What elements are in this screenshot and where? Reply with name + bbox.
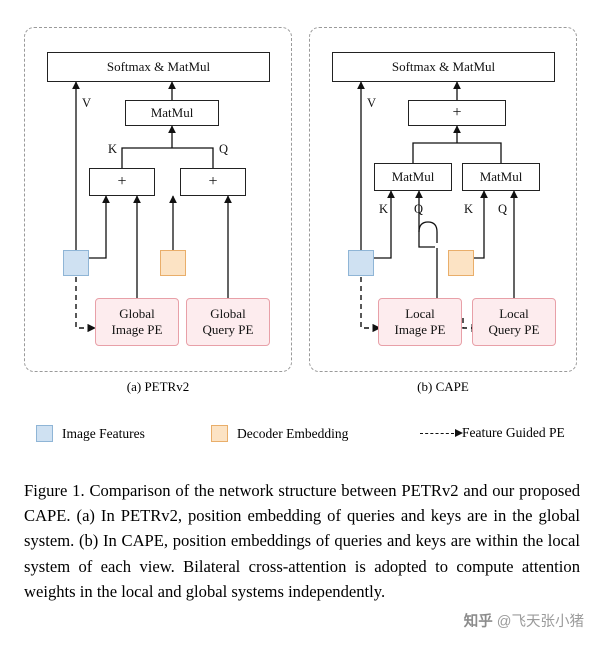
panel-petrv2 — [24, 27, 292, 372]
legend-item-decoder-embedding: Decoder Embedding — [211, 425, 348, 442]
panel-b-caption: (b) CAPE — [417, 379, 469, 394]
petrv2-softmax-matmul-box: Softmax & MatMul — [47, 52, 270, 82]
pe-line-2: Query PE — [202, 322, 254, 337]
pe-line-2: Image PE — [111, 322, 163, 337]
legend-item-image-features: Image Features — [36, 425, 145, 442]
legend-label: Feature Guided PE — [462, 425, 565, 440]
pe-line-1: Global — [210, 305, 246, 321]
cape-decoder-embedding-swatch — [448, 250, 474, 276]
petrv2-label-q: Q — [219, 142, 229, 156]
watermark-username: @飞天张小猪 — [496, 614, 584, 630]
cape-softmax-matmul-box: Softmax & MatMul — [332, 52, 555, 82]
petrv2-label-v: V — [82, 96, 92, 110]
petrv2-plus-left: + — [89, 168, 155, 196]
pe-line-1: Local — [499, 305, 529, 321]
panel-cape — [309, 27, 577, 372]
cape-local-query-pe: Local Query PE — [472, 298, 556, 346]
cape-matmul-right: MatMul — [462, 163, 540, 191]
cape-local-image-pe: Local Image PE — [378, 298, 462, 346]
zhihu-logo: 知乎 — [463, 614, 493, 630]
cape-label-k2: K — [464, 202, 474, 216]
panel-a-caption: (a) PETRv2 — [126, 379, 190, 394]
cape-label-q2: Q — [498, 202, 508, 216]
pe-line-2: Query PE — [488, 322, 540, 337]
legend-label: Decoder Embedding — [237, 425, 349, 441]
legend-item-feature-guided-pe: Feature Guided PE — [420, 425, 565, 441]
pe-line-2: Image PE — [394, 322, 446, 337]
decoder-embedding-square-icon — [211, 425, 228, 442]
petrv2-plus-right: + — [180, 168, 246, 196]
cape-image-features-swatch — [348, 250, 374, 276]
watermark: 知乎 @飞天张小猪 — [464, 610, 584, 631]
figure-caption: Figure 1. Comparison of the network stru… — [24, 481, 580, 601]
petrv2-global-image-pe: Global Image PE — [95, 298, 179, 346]
cape-label-q1: Q — [414, 202, 424, 216]
cape-plus-box: + — [408, 100, 506, 126]
petrv2-label-k: K — [108, 142, 118, 156]
petrv2-decoder-embedding-swatch — [160, 250, 186, 276]
cape-matmul-left: MatMul — [374, 163, 452, 191]
cape-label-k1: K — [379, 202, 389, 216]
petrv2-matmul-box: MatMul — [125, 100, 219, 126]
image-features-square-icon — [36, 425, 53, 442]
petrv2-image-features-swatch — [63, 250, 89, 276]
legend-label: Image Features — [62, 425, 145, 441]
dashed-arrow-icon — [420, 429, 463, 437]
cape-label-v: V — [367, 96, 377, 110]
legend: Image Features Decoder Embedding Feature… — [36, 422, 576, 450]
pe-line-1: Local — [405, 305, 435, 321]
petrv2-global-query-pe: Global Query PE — [186, 298, 270, 346]
pe-line-1: Global — [119, 305, 155, 321]
